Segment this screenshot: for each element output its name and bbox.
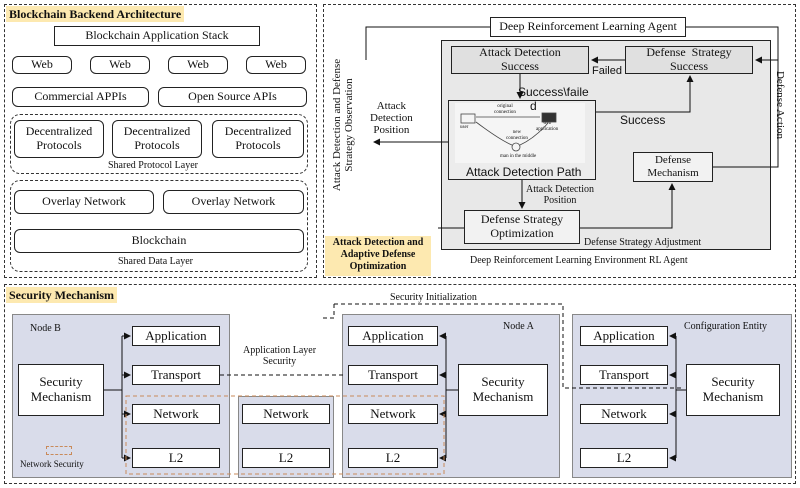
- defense-optimization-box: Defense Strategy Optimization: [464, 210, 580, 244]
- config-network: Network: [580, 404, 668, 424]
- node-a-network: Network: [348, 404, 438, 424]
- user-label: user: [460, 125, 469, 130]
- overlay-network-box-2: Overlay Network: [163, 190, 304, 214]
- protocol-box-3: Decentralized Protocols: [212, 120, 304, 158]
- drl-panel: [323, 4, 796, 278]
- drl-agent-box: Deep Reinforcement Learning Agent: [490, 17, 686, 37]
- node-a-security-mechanism: Security Mechanism: [458, 364, 548, 416]
- commercial-apis-box: Commercial APPIs: [12, 87, 149, 107]
- config-l2: L2: [580, 448, 668, 468]
- man-in-middle-label: man in the middle: [500, 154, 537, 159]
- defense-strategy-success-box: Defense Strategy Success: [625, 45, 753, 74]
- node-b-application: Application: [132, 326, 220, 346]
- success-label: Success: [620, 113, 666, 127]
- web-box-1: Web: [12, 56, 72, 74]
- app-stack-box: Blockchain Application Stack: [54, 26, 260, 46]
- web-box-3: Web: [168, 56, 228, 74]
- blockchain-architecture-panel: [4, 4, 317, 278]
- config-entity-label: Configuration Entity: [684, 321, 768, 332]
- security-mechanism-title: Security Mechanism: [6, 287, 117, 303]
- web-box-2: Web: [90, 56, 150, 74]
- blockchain-architecture-title: Blockchain Backend Architecture: [6, 6, 185, 22]
- shared-data-layer-label: Shared Data Layer: [118, 256, 193, 267]
- adaptive-defense-label: Attack Detection and Adaptive Defense Op…: [325, 236, 431, 276]
- config-application: Application: [580, 326, 668, 346]
- original-connection-label: original connection: [494, 104, 516, 115]
- node-a-label: Node A: [503, 321, 534, 332]
- config-transport: Transport: [580, 365, 668, 385]
- blockchain-box: Blockchain: [14, 229, 304, 253]
- shared-protocol-layer-group: [10, 114, 308, 174]
- success-fail-label: Success\faile: [518, 85, 589, 99]
- network-security-legend-swatch: [46, 446, 72, 455]
- drl-environment-label: Deep Reinforcement Learning Environment …: [470, 255, 688, 266]
- middle-l2: L2: [242, 448, 330, 468]
- node-b-label: Node B: [30, 323, 61, 334]
- shared-data-layer-group: [10, 180, 308, 272]
- open-source-apis-box: Open Source APIs: [158, 87, 307, 107]
- protocol-box-1: Decentralized Protocols: [14, 120, 104, 158]
- protocol-box-2: Decentralized Protocols: [112, 120, 202, 158]
- attack-detection-success-box: Attack Detection Success: [451, 45, 589, 74]
- new-connection-label: new connection: [506, 130, 528, 141]
- d-label: d: [530, 99, 537, 113]
- node-a-l2: L2: [348, 448, 438, 468]
- shared-protocol-layer-label: Shared Protocol Layer: [108, 160, 198, 171]
- node-b-transport: Transport: [132, 365, 220, 385]
- app-layer-security-label: Application Layer Security: [243, 345, 317, 367]
- attack-detection-position-mid: Attack Detection Position: [526, 184, 595, 206]
- attack-detection-path-label: Attack Detection Path: [466, 165, 582, 179]
- node-a-application: Application: [348, 326, 438, 346]
- overlay-network-box-1: Overlay Network: [14, 190, 154, 214]
- defense-adjustment-label: Defense Strategy Adjustment: [584, 237, 702, 248]
- middle-network: Network: [242, 404, 330, 424]
- web-box-4: Web: [246, 56, 306, 74]
- node-b-l2: L2: [132, 448, 220, 468]
- node-a-transport: Transport: [348, 365, 438, 385]
- security-initialization-label: Security Initialization: [390, 292, 477, 303]
- failed-label: Failed: [592, 65, 622, 77]
- defense-mechanism-box: Defense Mechanism: [633, 152, 713, 182]
- network-security-legend-label: Network Security: [20, 459, 84, 469]
- node-b-network: Network: [132, 404, 220, 424]
- attack-detection-position-left: Attack Detection Position: [370, 100, 413, 137]
- security-mechanism-panel: [4, 284, 796, 484]
- config-security-mechanism: Security Mechanism: [686, 364, 780, 416]
- node-b-security-mechanism: Security Mechanism: [18, 364, 104, 416]
- mitm-inner-diagram: [455, 103, 585, 163]
